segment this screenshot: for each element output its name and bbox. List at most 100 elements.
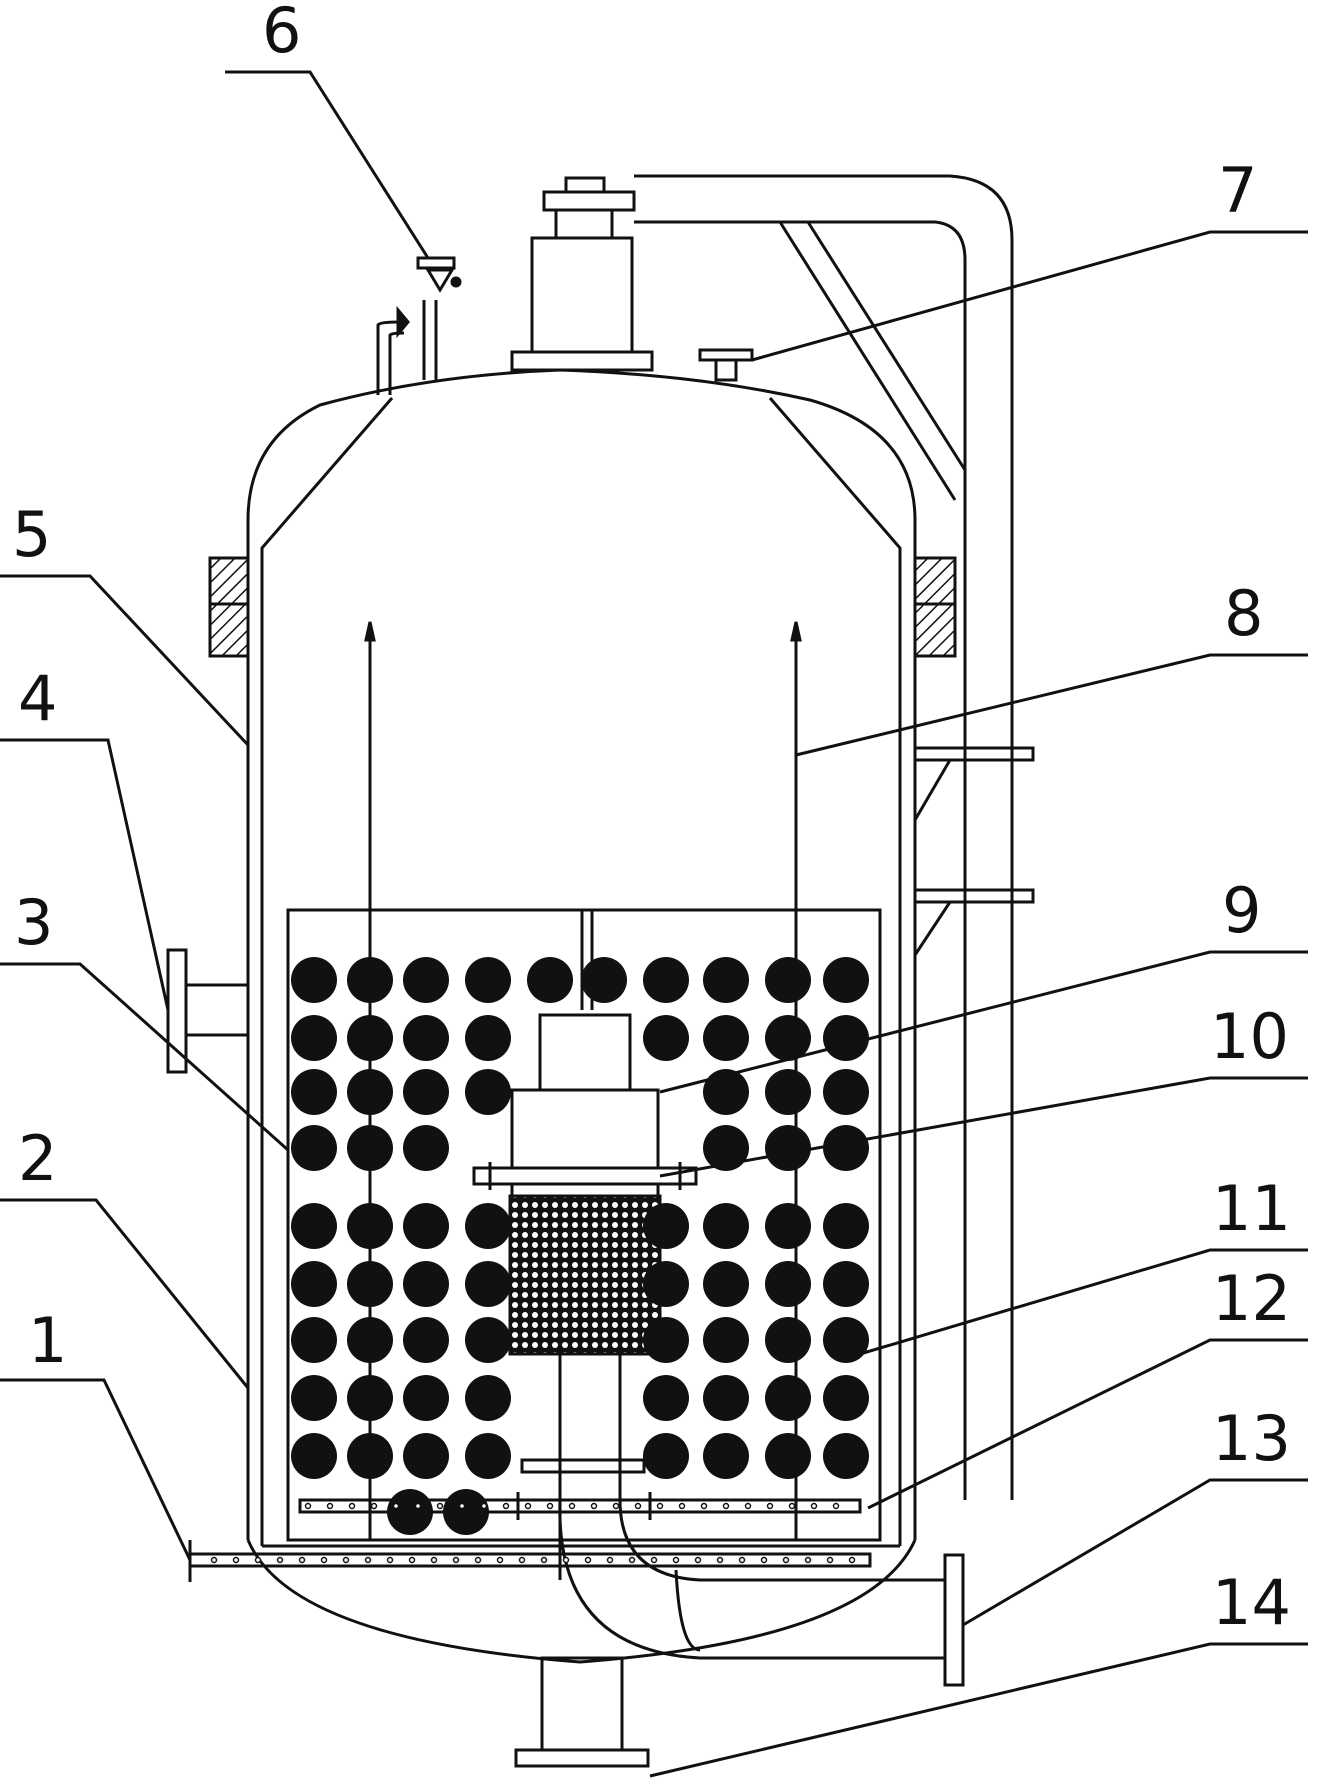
packing-ball (643, 1433, 689, 1479)
packing-ball (823, 1375, 869, 1421)
sparger-hole (546, 1502, 554, 1510)
sparger-hole (458, 1502, 466, 1510)
packing-ball (823, 1069, 869, 1115)
packing-ball (291, 1375, 337, 1421)
sparger-hole (760, 1556, 768, 1564)
packing-ball (347, 957, 393, 1003)
sparger-hole (722, 1502, 730, 1510)
sparger-hole (304, 1502, 312, 1510)
sparger-hole (634, 1502, 642, 1510)
packing-ball (823, 1317, 869, 1363)
packing-ball (823, 1203, 869, 1249)
sparger-hole (298, 1556, 306, 1564)
packing-ball (765, 1203, 811, 1249)
bottom-head (246, 1539, 917, 1664)
packing-ball (465, 957, 511, 1003)
drive-base (510, 350, 654, 372)
label-5: 5 (12, 498, 51, 571)
sparger-hole (788, 1502, 796, 1510)
label-14: 14 (1212, 1566, 1291, 1639)
sparger-hole (524, 1502, 532, 1510)
label-12: 12 (1212, 1262, 1291, 1335)
packing-ball (703, 1125, 749, 1171)
sparger-hole (804, 1556, 812, 1564)
sparger-hole (678, 1502, 686, 1510)
sparger-hole (436, 1502, 444, 1510)
packing-ball (443, 1489, 489, 1535)
top-pipe (634, 174, 1014, 1500)
packing-ball (403, 1317, 449, 1363)
label-11: 11 (1212, 1172, 1291, 1245)
label-7: 7 (1218, 154, 1257, 227)
sparger-hole (700, 1502, 708, 1510)
label-2: 2 (18, 1122, 57, 1195)
packing-ball (403, 1375, 449, 1421)
lower-sparger (188, 1552, 872, 1568)
packing-ball (465, 1433, 511, 1479)
packing-ball (765, 1125, 811, 1171)
lug-right-upper (913, 556, 957, 606)
sparger-hole (540, 1556, 548, 1564)
packing-ball (403, 957, 449, 1003)
packing-ball (347, 1203, 393, 1249)
packing-ball (823, 1015, 869, 1061)
valve (376, 318, 400, 395)
sparger-hole (744, 1502, 752, 1510)
packing-ball (823, 1125, 869, 1171)
packing-ball (403, 1203, 449, 1249)
sparger-hole (612, 1502, 620, 1510)
packing-ball (291, 957, 337, 1003)
label-13: 13 (1212, 1402, 1291, 1475)
filter-screen (508, 1194, 662, 1356)
packing-balls (291, 957, 869, 1535)
packing-ball (403, 1015, 449, 1061)
packing-ball (465, 1203, 511, 1249)
sparger-hole (562, 1556, 570, 1564)
sparger-hole (210, 1556, 218, 1564)
sparger-hole (408, 1556, 416, 1564)
packing-ball (403, 1261, 449, 1307)
basket-frame (286, 908, 882, 1542)
packing-ball (465, 1317, 511, 1363)
label-6: 6 (262, 0, 301, 67)
label-9: 9 (1222, 874, 1261, 947)
sparger-hole (568, 1502, 576, 1510)
packing-ball (643, 1375, 689, 1421)
packing-ball (465, 1375, 511, 1421)
sparger-hole (232, 1556, 240, 1564)
packing-ball (703, 957, 749, 1003)
packing-ball (291, 1203, 337, 1249)
sparger-hole (502, 1502, 510, 1510)
drive-body (530, 236, 634, 354)
sparger-hole (810, 1502, 818, 1510)
lug-left-upper (208, 556, 250, 606)
packing-ball (527, 957, 573, 1003)
sparger-hole (518, 1556, 526, 1564)
sparger-hole (766, 1502, 774, 1510)
sparger-hole (782, 1556, 790, 1564)
sparger-hole (474, 1556, 482, 1564)
inner-liner (260, 397, 394, 1546)
packing-ball (403, 1069, 449, 1115)
sparger-hole (342, 1556, 350, 1564)
packing-ball (403, 1125, 449, 1171)
sparger-hole (320, 1556, 328, 1564)
sparger-hole (370, 1502, 378, 1510)
packing-ball (765, 1375, 811, 1421)
packing-ball (643, 957, 689, 1003)
sparger-hole (326, 1502, 334, 1510)
sparger-hole (254, 1556, 262, 1564)
packing-ball (703, 1375, 749, 1421)
packing-ball (703, 1069, 749, 1115)
sparger-hole (584, 1556, 592, 1564)
packing-ball (765, 1317, 811, 1363)
label-10: 10 (1210, 1000, 1289, 1073)
packing-ball (347, 1125, 393, 1171)
callout-labels: 1 2 3 4 5 6 7 8 9 10 11 12 13 14 (12, 0, 1291, 1639)
sparger-hole (628, 1556, 636, 1564)
sparger-hole (650, 1556, 658, 1564)
sparger-hole (672, 1556, 680, 1564)
sparger-hole (276, 1556, 284, 1564)
